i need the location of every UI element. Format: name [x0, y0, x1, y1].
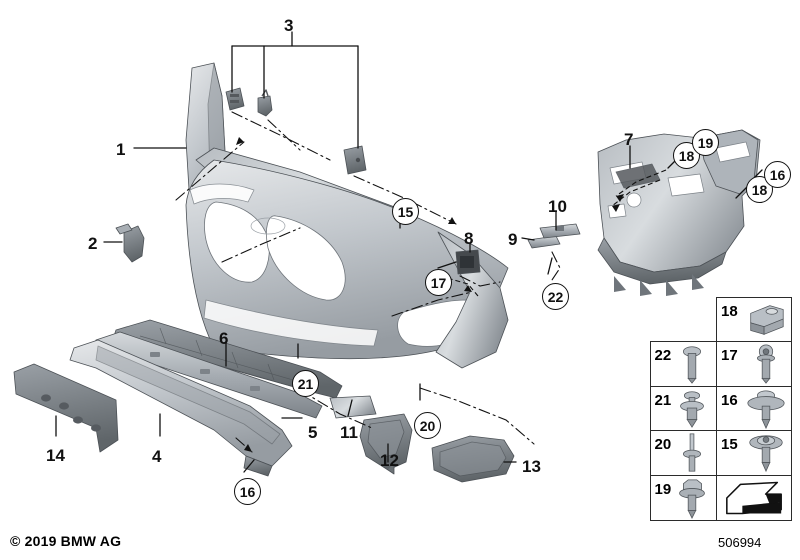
bracket-pointer-arrows: [611, 169, 667, 207]
legend-cell-15[interactable]: 15: [716, 430, 792, 476]
legend-row: 18: [650, 296, 792, 343]
callout-7: 7: [624, 130, 634, 149]
callout-2: 2: [88, 234, 98, 253]
callout-8: 8: [464, 229, 474, 248]
push-rivet-icon: [670, 387, 714, 431]
callout-17: 17: [425, 269, 452, 296]
callout-5: 5: [308, 423, 318, 442]
callout-4: 4: [152, 447, 162, 466]
callout-15: 15: [392, 198, 419, 225]
legend-cell-20[interactable]: 20: [649, 430, 718, 476]
legend-cell-17[interactable]: 17: [716, 341, 792, 387]
callout-18-upper: 18: [673, 142, 700, 169]
legend-number-15: 15: [721, 436, 738, 453]
callout-19: 19: [692, 129, 719, 156]
legend-cell-22[interactable]: 22: [649, 341, 718, 387]
hex-socket-bolt-icon: [744, 342, 788, 386]
legend-cell-21[interactable]: 21: [649, 385, 718, 432]
tow-eye-cover: [123, 225, 145, 263]
callout-14: 14: [46, 446, 65, 465]
cover-plate: [329, 395, 377, 419]
legend-row: 21 16: [649, 385, 792, 432]
clip-a: [225, 87, 245, 111]
callout-3: 3: [284, 16, 294, 35]
fastener-legend: 18 22: [649, 296, 792, 521]
callout-6: 6: [219, 329, 229, 348]
callout-22: 22: [542, 283, 569, 310]
legend-number-16: 16: [721, 391, 738, 409]
legend-row: 20 15: [649, 430, 792, 476]
wide-head-clip-icon: [744, 387, 788, 431]
hex-flange-screw-icon: [670, 476, 714, 520]
legend-cell-19[interactable]: 19: [649, 474, 718, 521]
diagram-part-number: 506994: [718, 535, 762, 550]
direction-arrow-icon: [721, 476, 787, 520]
legend-row: 19: [649, 474, 792, 521]
legend-number-21: 21: [654, 391, 672, 409]
legend-number-22: 22: [654, 347, 672, 364]
callout-9: 9: [508, 230, 518, 249]
callout-16: 16: [234, 478, 261, 505]
legend-cell-18[interactable]: 18: [716, 296, 792, 343]
clip-b: [257, 95, 273, 117]
callout-20: 20: [414, 412, 441, 439]
legend-number-17: 17: [721, 347, 738, 364]
spring-nut-icon: [744, 298, 788, 342]
callout-13: 13: [522, 457, 541, 476]
callout-16-right: 16: [764, 161, 791, 188]
callout-12: 12: [380, 451, 399, 470]
legend-cell-empty: [650, 297, 718, 343]
flange-bolt-icon: [670, 342, 714, 386]
legend-number-19: 19: [654, 480, 672, 498]
callout-21: 21: [292, 370, 319, 397]
callout-11: 11: [340, 423, 358, 442]
copyright-notice: © 2019 BMW AG: [10, 533, 122, 549]
pin-rivet-icon: [670, 431, 714, 475]
callout-1: 1: [116, 140, 126, 159]
callout-10: 10: [548, 197, 567, 216]
assembly-axis-lines: [175, 111, 561, 453]
legend-number-20: 20: [654, 436, 672, 453]
washer-screw-icon: [744, 431, 788, 475]
axis-arrowheads: [236, 137, 472, 452]
callout-18-lower: 18: [746, 176, 773, 203]
legend-cell-direction[interactable]: [716, 474, 792, 521]
clip-c: [343, 145, 367, 175]
legend-cell-16[interactable]: 16: [716, 385, 792, 432]
legend-number-18: 18: [721, 302, 738, 320]
legend-row: 22 17: [649, 341, 792, 387]
